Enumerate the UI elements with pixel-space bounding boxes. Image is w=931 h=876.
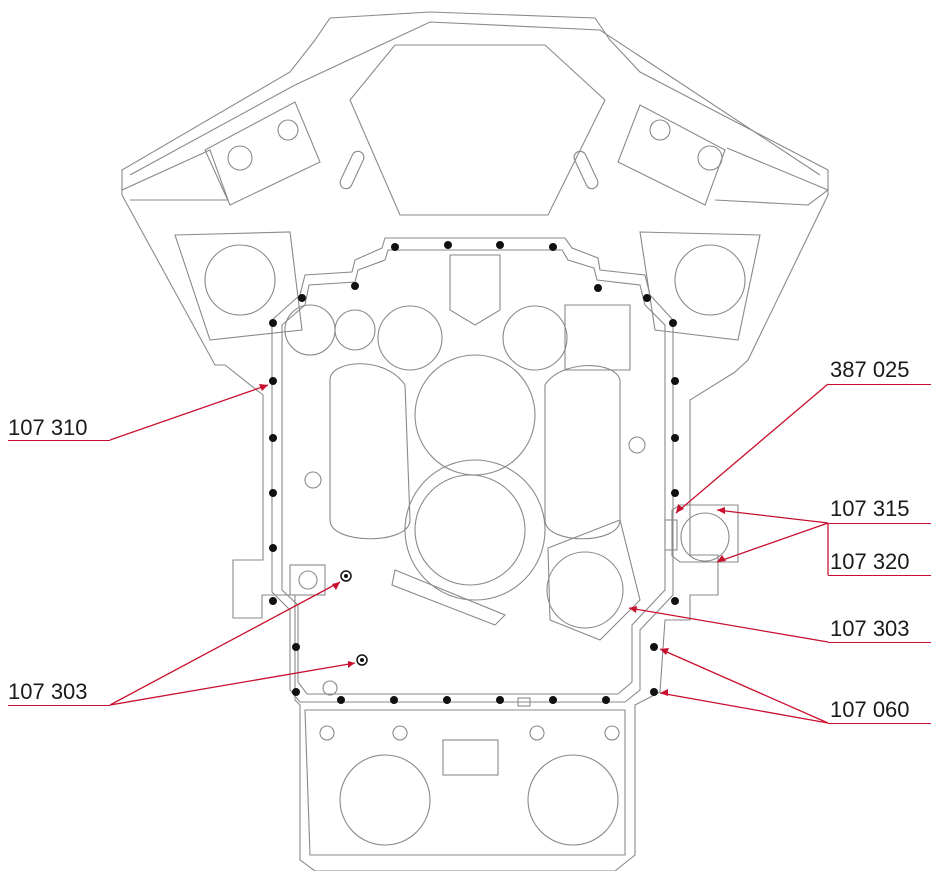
- leader-107303-b: [109, 662, 356, 706]
- leader-387025: [675, 383, 829, 514]
- oil-pan-frame: [271, 237, 674, 703]
- crankcase-outline: [121, 11, 829, 872]
- bolt: [549, 243, 557, 251]
- callout-label-107060: 107 060: [830, 697, 910, 722]
- bolt: [671, 597, 679, 605]
- bolt: [269, 319, 277, 327]
- bolt: [650, 688, 658, 696]
- bolt: [269, 544, 277, 552]
- callout-label-387025: 387 025: [830, 357, 910, 382]
- callout-label-107315: 107 315: [830, 496, 910, 521]
- callout-underline: [828, 723, 931, 724]
- callout-underline: [828, 642, 931, 643]
- drain-plug: [340, 570, 352, 582]
- callout-label-107320: 107 320: [830, 549, 910, 574]
- callout-underline: [828, 575, 931, 576]
- bolt: [594, 284, 602, 292]
- bolt: [496, 241, 504, 249]
- leader-107303-a: [109, 581, 341, 706]
- bolt: [443, 696, 451, 704]
- bolt: [269, 377, 277, 385]
- bolt: [671, 489, 679, 497]
- bolt: [269, 489, 277, 497]
- callout-label-107303-left: 107 303: [8, 679, 88, 704]
- bolt: [351, 282, 359, 290]
- callout-label-107303-right: 107 303: [830, 616, 910, 641]
- bolt: [292, 643, 300, 651]
- leader-107315-b: [716, 522, 829, 563]
- leader-107303-right: [628, 607, 829, 643]
- callout-underline: [8, 440, 110, 441]
- bolt: [390, 696, 398, 704]
- bolt: [650, 643, 658, 651]
- bolt: [549, 696, 557, 704]
- bolt: [391, 243, 399, 251]
- drain-plug: [356, 654, 368, 666]
- bolt: [269, 597, 277, 605]
- callout-label-107310: 107 310: [8, 415, 88, 440]
- callout-underline: [828, 523, 931, 524]
- bolt: [671, 434, 679, 442]
- bolt: [602, 696, 610, 704]
- bolt: [269, 434, 277, 442]
- leader-107060-b: [659, 692, 829, 724]
- callout-underline: [8, 705, 110, 706]
- bolt: [298, 294, 306, 302]
- callout-underline: [828, 384, 931, 385]
- leader-107315-a: [716, 509, 829, 524]
- central-window: [349, 44, 606, 216]
- leader-107060-a: [659, 648, 829, 724]
- leader-107310: [109, 384, 269, 441]
- bolt: [496, 696, 504, 704]
- bolt: [337, 696, 345, 704]
- bolt: [669, 319, 677, 327]
- bolt: [444, 241, 452, 249]
- bolt: [292, 688, 300, 696]
- bolt: [643, 294, 651, 302]
- bolt: [671, 377, 679, 385]
